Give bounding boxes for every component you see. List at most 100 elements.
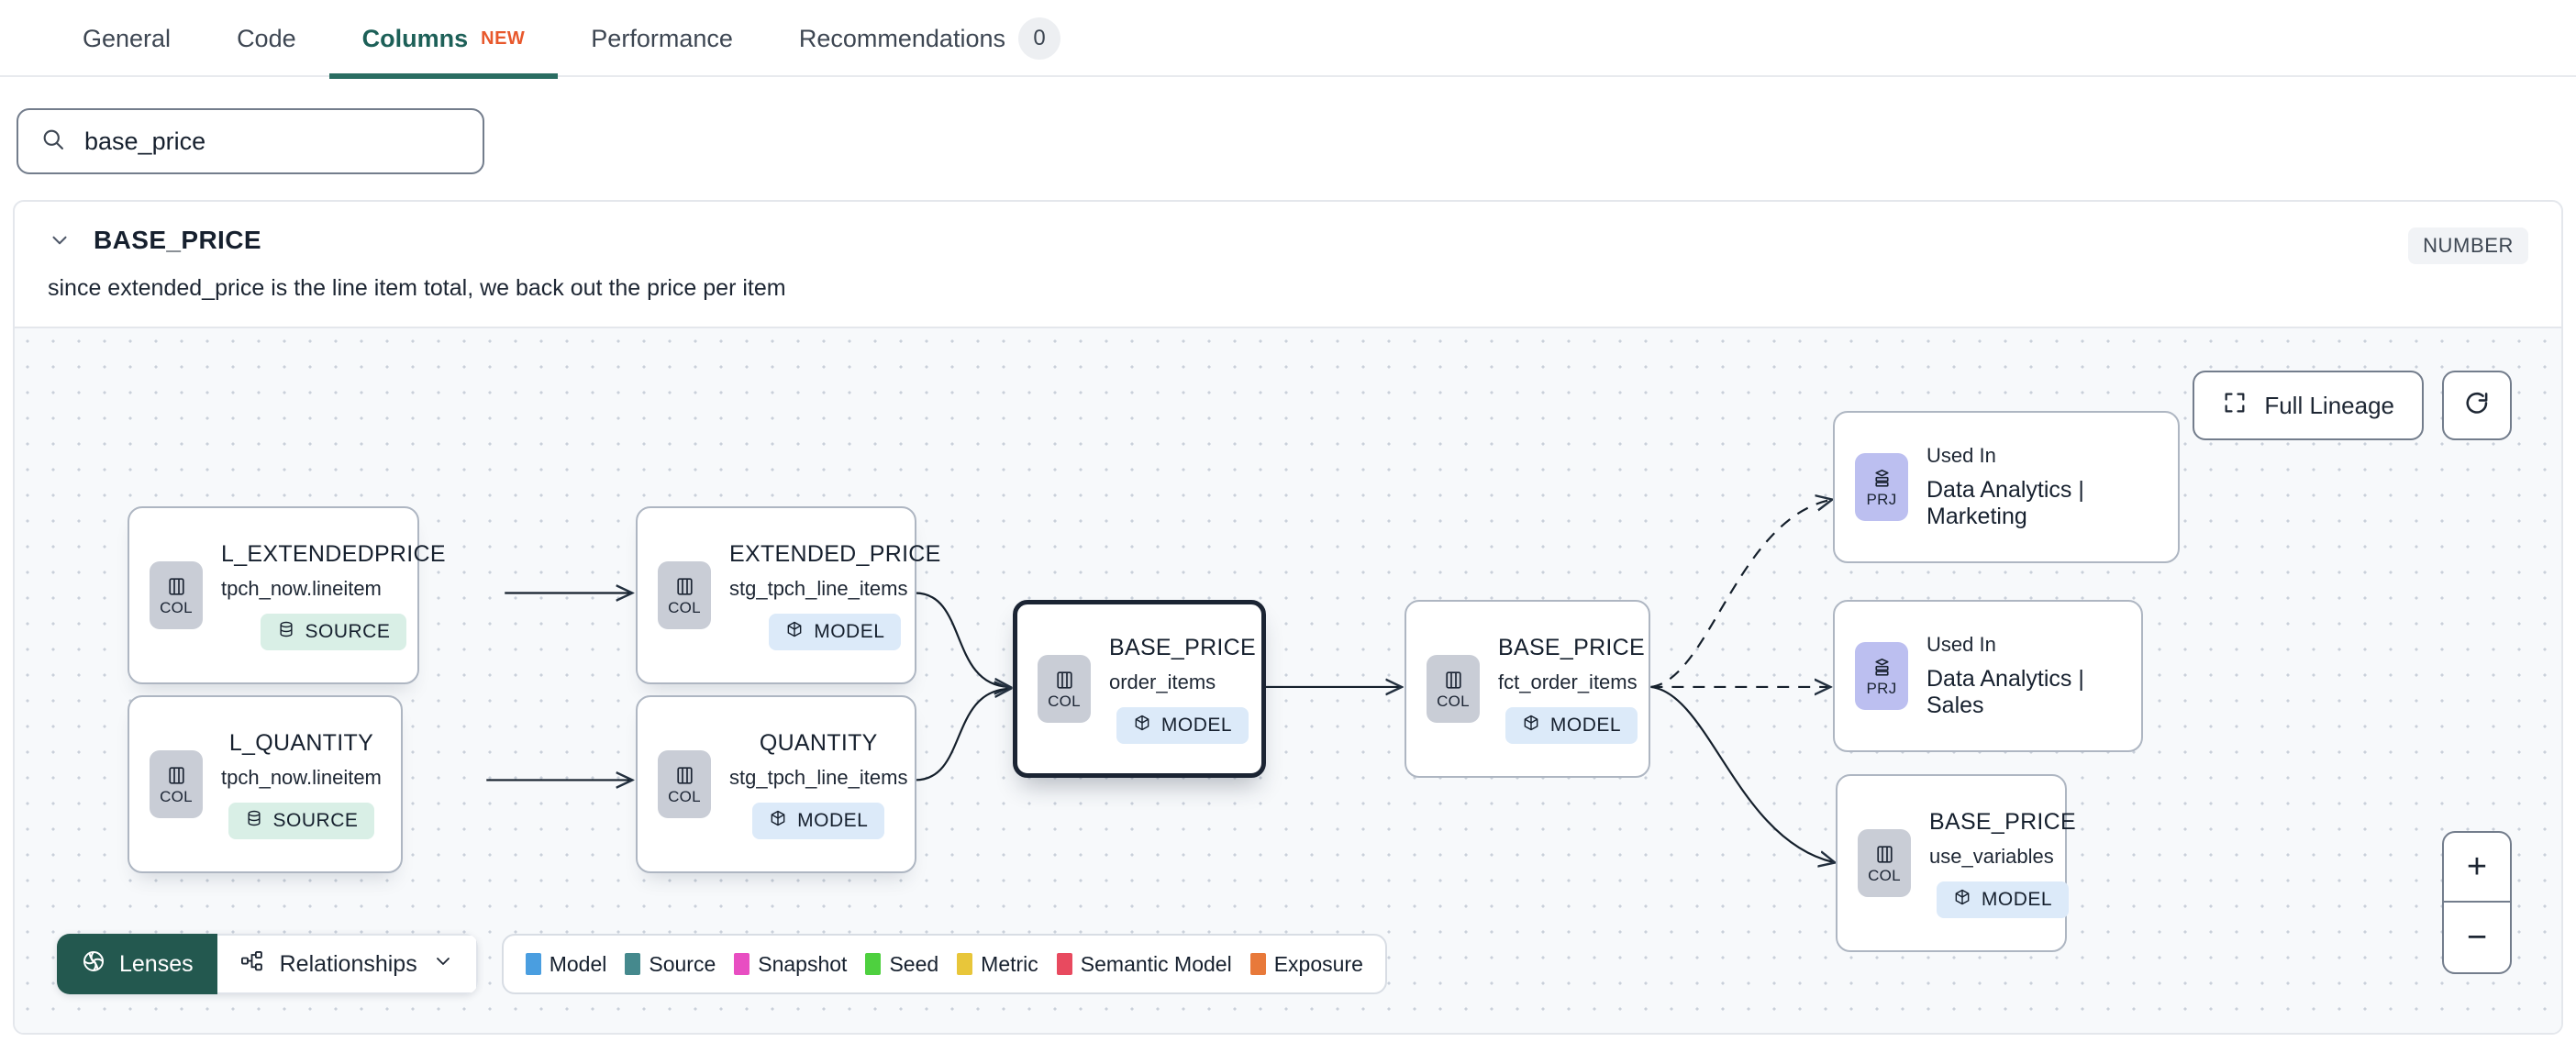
used-in-label: Used In [1926,633,1996,656]
node-title: EXTENDED_PRICE [729,540,941,567]
full-lineage-label: Full Lineage [2264,391,2394,419]
legend-swatch [525,953,541,975]
node-title: L_EXTENDEDPRICE [221,540,446,567]
lens-group: Lenses Relationships [57,934,478,994]
full-lineage-button[interactable]: Full Lineage [2193,371,2424,440]
prj-chip: PRJ [1855,453,1908,521]
lineage-node-extended-price[interactable]: COL EXTENDED_PRICE stg_tpch_line_items M… [636,506,940,684]
node-kind-badge: SOURCE [228,802,375,839]
legend-item-semantic-model[interactable]: Semantic Model [1056,951,1232,977]
tab-label: Recommendations [798,24,1005,52]
lineage-node-used-in-sales[interactable]: PRJ Used In Data Analytics | Sales [1833,600,2143,752]
zoom-controls: + − [2442,831,2512,974]
node-kind-badge: MODEL [752,802,885,839]
node-kind-badge: MODEL [769,613,902,650]
col-chip: COL [658,561,711,629]
tab-label: General [83,24,172,52]
legend-label: Metric [981,951,1038,976]
legend-label: Model [549,951,607,976]
status-badge: NUMBER [2408,227,2528,264]
node-kind-label: MODEL [797,809,869,831]
legend-swatch [1056,953,1072,975]
recommendations-count-badge: 0 [1018,17,1060,60]
col-chip-label: COL [160,788,193,805]
relationships-label: Relationships [279,950,417,977]
search-icon [40,127,66,157]
canvas-bottom-toolbar: Lenses Relationships [57,934,1387,994]
lineage-node-l-extendedprice[interactable]: COL L_EXTENDEDPRICE tpch_now.lineitem SO… [128,506,446,684]
zoom-out-button[interactable]: − [2466,917,2488,957]
used-in-value: Data Analytics | Marketing [1926,477,2084,529]
node-subtitle: tpch_now.lineitem [221,765,382,789]
legend-swatch [865,953,882,975]
node-title: BASE_PRICE [1498,634,1646,660]
prj-chip-label: PRJ [1866,491,1897,508]
tab-general[interactable]: General [50,0,204,77]
node-kind-badge: SOURCE [260,613,407,650]
col-chip-label: COL [668,788,701,805]
legend-label: Exposure [1273,951,1363,976]
node-kind-label: MODEL [1981,888,2053,910]
relationships-dropdown[interactable]: Relationships [217,934,478,994]
zoom-in-button[interactable]: + [2444,833,2510,903]
lenses-button[interactable]: Lenses [57,934,217,994]
lenses-label: Lenses [119,950,194,977]
lineage-node-used-in-marketing[interactable]: PRJ Used In Data Analytics | Marketing [1833,411,2180,563]
lineage-node-base-price-use-variables[interactable]: COL BASE_PRICE use_variables MODEL [1836,774,2076,952]
legend-item-metric[interactable]: Metric [957,952,1038,977]
tab-label: Code [237,24,296,52]
tab-columns[interactable]: Columns NEW [328,0,559,79]
legend-swatch [734,953,750,975]
hierarchy-icon [239,948,265,981]
chevron-down-icon[interactable] [48,228,72,252]
col-chip-label: COL [1048,693,1081,710]
cube-icon [1133,714,1151,737]
tab-performance[interactable]: Performance [558,0,766,77]
edge-fct-to-usevariables [1650,685,1833,862]
used-in-label: Used In [1926,444,1996,467]
tab-label: Columns [361,24,469,52]
cube-icon [769,809,787,833]
legend-swatch [625,953,641,975]
tab-label: Performance [591,24,733,52]
refresh-icon [2462,389,2492,423]
legend-item-seed[interactable]: Seed [865,952,938,977]
legend-item-snapshot[interactable]: Snapshot [734,952,847,977]
node-kind-label: MODEL [1160,714,1233,736]
legend-item-source[interactable]: Source [625,952,716,977]
col-chip-label: COL [160,599,193,616]
prj-chip-label: PRJ [1866,680,1897,697]
canvas-top-controls: Full Lineage [2193,371,2512,440]
col-chip: COL [150,561,203,629]
lineage-node-base-price-fct-order-items[interactable]: COL BASE_PRICE fct_order_items MODEL [1405,600,1650,778]
node-subtitle: stg_tpch_line_items [729,576,908,600]
edge-quantity-to-baseprice [915,689,1009,781]
refresh-button[interactable] [2442,371,2512,440]
node-subtitle: order_items [1109,670,1216,693]
lineage-legend: Model Source Snapshot Seed Metric [501,934,1387,994]
legend-label: Semantic Model [1080,951,1232,976]
lineage-node-quantity[interactable]: COL QUANTITY stg_tpch_line_items MODEL [636,695,916,873]
node-kind-label: SOURCE [272,809,359,831]
chevron-down-icon [432,950,454,979]
node-title: L_QUANTITY [228,729,374,756]
search-area [0,77,2576,200]
legend-swatch [1249,953,1266,975]
page-title: BASE_PRICE [94,226,261,254]
lineage-node-base-price-order-items[interactable]: COL BASE_PRICE order_items MODEL [1013,600,1266,778]
database-icon [277,620,295,644]
search-input[interactable] [83,126,461,157]
legend-item-model[interactable]: Model [525,951,607,977]
lineage-canvas[interactable]: COL L_EXTENDEDPRICE tpch_now.lineitem SO… [15,327,2561,1033]
node-title: BASE_PRICE [1929,808,2077,835]
node-subtitle: fct_order_items [1498,670,1638,693]
search-box[interactable] [17,108,484,174]
prj-chip: PRJ [1855,642,1908,710]
tab-recommendations[interactable]: Recommendations 0 [766,0,1094,77]
legend-item-exposure[interactable]: Exposure [1249,951,1363,977]
lineage-edges [486,328,2561,1033]
lineage-node-l-quantity[interactable]: COL L_QUANTITY tpch_now.lineitem SOURCE [128,695,403,873]
tab-code[interactable]: Code [204,0,329,77]
edge-fct-to-prj-marketing [1650,500,1830,689]
node-kind-badge: MODEL [1505,706,1638,744]
